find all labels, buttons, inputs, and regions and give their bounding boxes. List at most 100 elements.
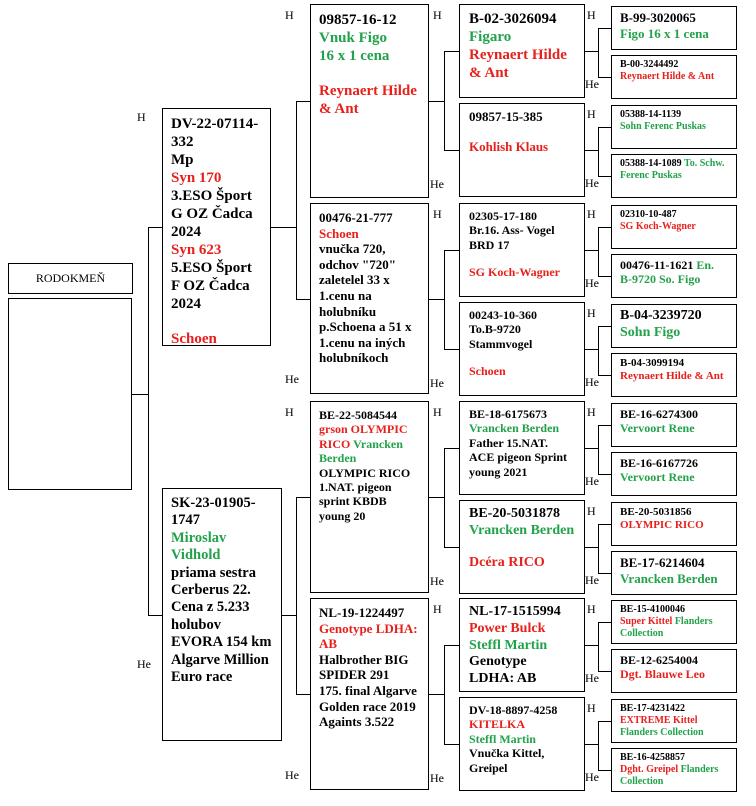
ring-number: BE-20-5031878 [469,506,560,521]
card-line: 05388-14-1089 To. Schw. Ferenc Puskas [620,158,728,182]
connector-line [598,524,611,525]
card-line: 00476-11-1621 En. B-9720 So. Figo [620,258,728,287]
sex-label-male: H [587,306,596,320]
card-line: BE-17-4231422 [620,703,728,715]
card-text: Genotype LDHA: AB [469,654,537,687]
card-line: SG Koch-Wagner [469,265,575,279]
card-line: 09857-16-12 [319,11,420,29]
card-line: DV-22-07114-332 [171,115,262,151]
card-text: En. B-9720 So. Figo [620,258,715,287]
card-line: BE-16-6167726 [620,456,728,470]
card-line: Sohn Ferenc Puskas [620,121,728,133]
card-line [319,65,420,82]
card-line [469,125,575,139]
connector-line [296,101,310,102]
card-line: Mp [171,151,262,169]
card-line: Steffl Martin [469,638,575,655]
connector-line [585,150,598,151]
g4-pigeon-card[interactable]: 05388-14-1089 To. Schw. Ferenc Puskas [611,154,737,198]
card-line: BE-12-6254004 [620,653,728,667]
card-line: Schoen Friedrich [171,330,262,346]
sex-label-male: H [587,701,596,715]
sex-label-male: H [587,602,596,616]
card-line: DV-18-8897-4258 [469,703,575,717]
g4-pigeon-card[interactable]: 00476-11-1621 En. B-9720 So. Figo [611,254,737,298]
card-line: Schoen [319,226,420,242]
connector-line [296,694,310,695]
connector-line [598,127,611,128]
sex-label-female: He [585,671,599,685]
card-line: Vrancken Berden [620,571,728,587]
card-line: Miroslav Vidhold [171,530,273,565]
card-line: Vnučka Kittel, Greipel [469,746,575,775]
connector-line [585,250,598,251]
ring-number: BE-17-4231422 [620,703,685,714]
connector-line [598,127,599,176]
card-line: 5.ESO Šport F OZ Čadca 2024 [171,259,262,313]
card-line: Vervoort Rene [620,421,728,435]
ring-number: 02310-10-487 [620,209,677,220]
ring-number: B-04-3239720 [620,308,702,323]
card-line: Br.16. Ass- Vogel BRD 17 [469,223,575,252]
card-text: To. Schw. Ferenc Puskas [620,158,725,181]
sex-label-female: He [137,657,151,671]
connector-line [444,51,445,150]
card-line: B-00-3244492 [620,59,728,71]
connector-line [444,250,459,251]
card-text: SG Koch-Wagner [469,265,561,280]
sex-label-female: He [585,77,599,91]
card-line: 175. final Algarve Golden race 2019 Agai… [319,683,420,730]
card-line: B-99-3020065 [620,10,728,26]
connector-line [598,671,611,672]
ring-number: 00476-11-1621 [620,258,697,272]
ring-number: DV-22-07114-332 [171,116,259,150]
connector-line [598,721,599,770]
connector-line [585,645,598,646]
connector-line [132,394,148,395]
card-text: Reynaert Hilde & Ant [620,71,715,82]
connector-line [598,227,599,276]
connector-line [444,448,459,449]
card-text: KITELKA [469,717,526,732]
card-line: B-04-3239720 [620,308,728,325]
card-line: To.B-9720 [469,322,575,336]
connector-line [429,298,444,300]
card-line: Vervoort Rene [620,470,728,484]
card-line: BE-16-4258857 [620,752,728,764]
card-text: Vrancken Berden [319,436,403,466]
card-text: 5.ESO Šport F OZ Čadca 2024 [171,260,252,312]
card-line: KITELKA [469,717,575,731]
card-line: Syn 623 [171,241,262,259]
ring-number: BE-16-6167726 [620,456,698,470]
sex-label-male: H [587,8,596,22]
connector-line [598,176,611,177]
